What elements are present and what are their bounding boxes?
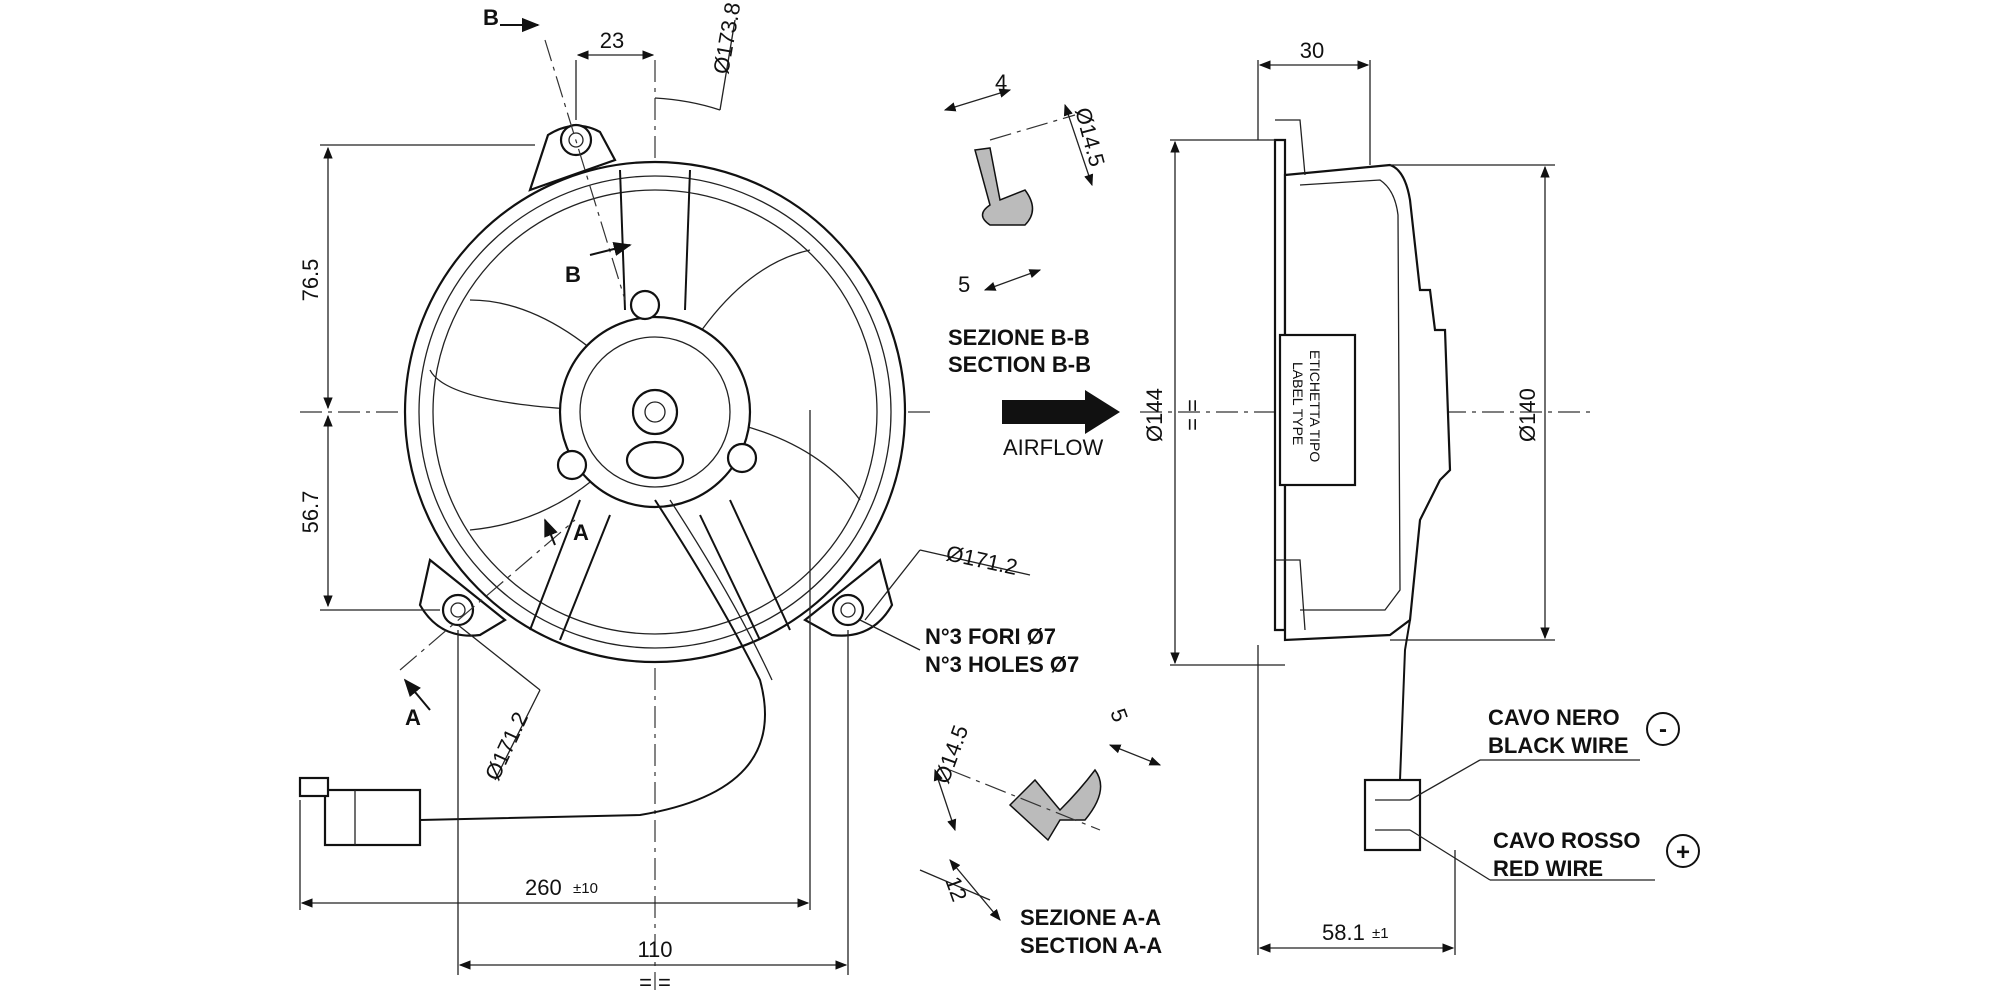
dim-d173-8-text: Ø173.8	[708, 0, 745, 75]
dim-260-tol: ±10	[573, 880, 598, 897]
dim-d173-8: Ø173.8	[654, 0, 745, 111]
side-equal-marks: = =	[1180, 399, 1205, 431]
dim-110-text: 110	[637, 937, 672, 962]
label-type-it: ETICHETTA TIPO	[1307, 350, 1323, 462]
aa-title-it: SEZIONE A-A	[1020, 905, 1161, 930]
motor-hub	[556, 289, 758, 509]
label-type-plate	[1278, 333, 1357, 487]
airflow-label: AIRFLOW	[1003, 435, 1103, 460]
aa-dim-5: 5	[1105, 705, 1133, 725]
bb-title-it: SEZIONE B-B	[948, 325, 1090, 350]
dim-d171-2-left-text: Ø171.2	[480, 708, 533, 784]
minus-icon	[1646, 712, 1680, 746]
dim-vertical-left: 76.5 56.7	[298, 144, 535, 611]
dim-d140-text: Ø140	[1515, 388, 1540, 442]
red-wire-it: CAVO ROSSO	[1493, 828, 1641, 853]
aa-title-en: SECTION A-A	[1020, 933, 1162, 958]
hub-screw-right	[726, 442, 758, 474]
label-type-en: LABEL TYPE	[1290, 362, 1306, 445]
dim-110: 110 = =	[457, 630, 849, 995]
airflow-arrow	[1002, 390, 1120, 434]
section-bb: 4 Ø14.5 5 SEZIONE B-B SECTION B-B	[943, 70, 1110, 377]
dim-d144-text: Ø144	[1142, 388, 1167, 442]
marker-a-bottom: A	[405, 705, 421, 730]
red-wire-en: RED WIRE	[1493, 856, 1603, 881]
hub-screw-left	[556, 449, 588, 481]
bb-title-en: SECTION B-B	[948, 352, 1091, 377]
marker-b-mid: B	[565, 262, 581, 287]
bb-dim-5: 5	[958, 272, 970, 297]
dim-58-1-tol: ±1	[1372, 925, 1389, 942]
dim-d171-2-left: Ø171.2	[457, 624, 541, 784]
marker-a-mid: A	[573, 520, 589, 545]
dim-23: 23	[575, 28, 655, 120]
right-mounting-hole	[831, 593, 865, 627]
black-wire-it: CAVO NERO	[1488, 705, 1620, 730]
holes-en: N°3 HOLES Ø7	[925, 652, 1079, 677]
black-wire-en: BLACK WIRE	[1488, 733, 1629, 758]
front-equal-marks: = =	[639, 970, 671, 995]
minus-symbol: -	[1659, 716, 1667, 743]
holes-note: N°3 FORI Ø7 N°3 HOLES Ø7	[859, 619, 1079, 677]
bb-dim-4: 4	[995, 70, 1007, 95]
plus-symbol: +	[1676, 839, 1690, 866]
red-wire-callout: CAVO ROSSO RED WIRE +	[1409, 828, 1700, 881]
dim-260-text: 260	[525, 875, 562, 900]
side-view: ETICHETTA TIPO LABEL TYPE 30 Ø144 = = Ø1…	[1140, 38, 1590, 955]
airflow-indicator: AIRFLOW	[1002, 390, 1120, 460]
dim-d171-2-right-text: Ø171.2	[944, 540, 1020, 579]
marker-b-top: B	[483, 5, 499, 30]
wire-harness	[298, 499, 773, 847]
dim-23-text: 23	[600, 28, 624, 53]
section-marker-b: B B	[483, 5, 632, 301]
section-marker-a: A A	[399, 518, 589, 730]
side-connector	[1363, 778, 1422, 852]
dim-76-5-text: 76.5	[298, 259, 323, 302]
dim-56-7-text: 56.7	[298, 491, 323, 534]
black-wire-callout: CAVO NERO BLACK WIRE -	[1409, 705, 1680, 801]
front-view: 23 Ø173.8 76.5 56.7 B B A	[298, 0, 1079, 995]
section-aa: Ø14.5 5 12 SEZIONE A-A SECTION A-A	[919, 705, 1162, 958]
aa-dim-12: 12	[940, 873, 972, 905]
hub-screw-top	[629, 289, 661, 321]
dim-30-text: 30	[1300, 38, 1324, 63]
support-spokes	[529, 169, 791, 641]
plus-icon	[1666, 834, 1700, 868]
dim-58-1-text: 58.1	[1322, 920, 1365, 945]
side-housing	[1283, 163, 1452, 642]
dim-260: 260 ±10	[299, 410, 811, 910]
holes-it: N°3 FORI Ø7	[925, 624, 1056, 649]
wire-connector	[323, 788, 422, 847]
